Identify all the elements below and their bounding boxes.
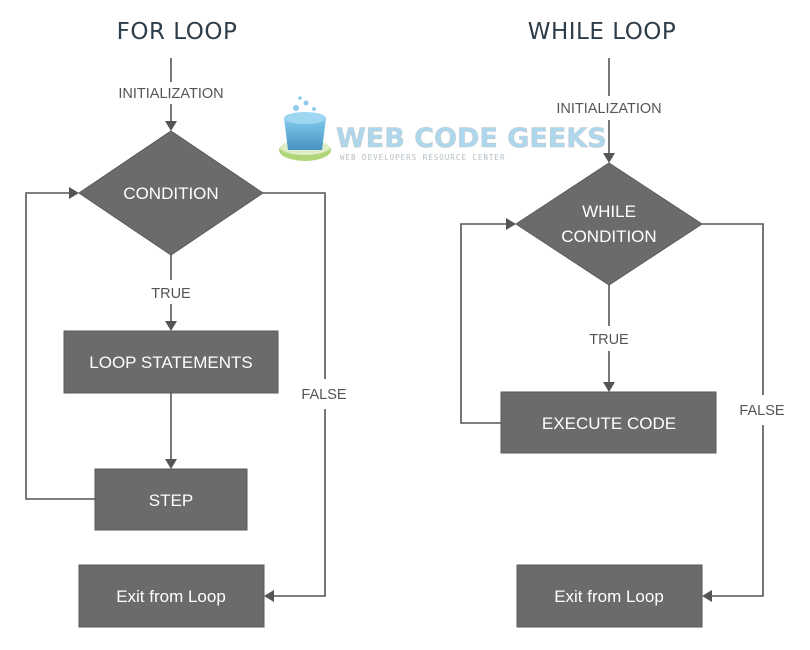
- watermark: WEB CODE GEEKS WEB DEVELOPERS RESOURCE C…: [279, 96, 607, 162]
- for-exit-box: [78, 564, 265, 628]
- watermark-logo-icon: [279, 96, 331, 161]
- for-init-arrow: [165, 121, 177, 131]
- for-true-arrow: [165, 321, 177, 331]
- while-condition-diamond: [515, 162, 703, 286]
- for-loop-flowchart: FOR LOOP INITIALIZATION CONDITION TRUE L…: [25, 19, 347, 628]
- while-exit-box: [516, 564, 703, 628]
- while-execute-code-label: EXECUTE CODE: [542, 414, 676, 433]
- for-loopback-arrow: [69, 187, 79, 199]
- while-execute-code-box: [500, 391, 717, 454]
- while-condition-label-line1: WHILE: [582, 202, 636, 221]
- for-loop-statements-label: LOOP STATEMENTS: [89, 353, 252, 372]
- for-false-line-bottom: [273, 409, 326, 597]
- watermark-name: WEB CODE GEEKS: [336, 123, 607, 154]
- while-loop-title: WHILE LOOP: [528, 19, 677, 45]
- while-exit-arrow: [702, 590, 712, 602]
- for-true-label: TRUE: [151, 286, 191, 302]
- for-step-box: [94, 468, 248, 531]
- watermark-tagline: WEB DEVELOPERS RESOURCE CENTER: [340, 153, 505, 162]
- while-condition-label-line2: CONDITION: [561, 227, 656, 246]
- while-true-label: TRUE: [589, 332, 629, 348]
- for-condition-label: CONDITION: [123, 184, 218, 203]
- for-exit-label: Exit from Loop: [116, 587, 226, 606]
- for-loop-title: FOR LOOP: [117, 19, 238, 45]
- for-false-line-top: [263, 192, 326, 379]
- while-false-line-top: [702, 223, 764, 395]
- for-false-label: FALSE: [301, 387, 346, 403]
- while-init-arrow: [603, 153, 615, 163]
- while-loop-flowchart: WHILE LOOP INITIALIZATION WHILE CONDITIO…: [460, 19, 785, 628]
- for-initialization-label: INITIALIZATION: [118, 86, 223, 102]
- while-exit-label: Exit from Loop: [554, 587, 664, 606]
- while-false-label: FALSE: [739, 403, 784, 419]
- while-false-line-bottom: [711, 425, 764, 597]
- for-step-label: STEP: [149, 491, 193, 510]
- for-step-arrow: [165, 459, 177, 469]
- while-loopback-arrow: [506, 218, 516, 230]
- while-true-arrow: [603, 382, 615, 392]
- while-initialization-label: INITIALIZATION: [556, 101, 661, 117]
- for-loopback-line: [25, 192, 95, 500]
- for-exit-arrow: [264, 590, 274, 602]
- while-loopback-line: [460, 223, 507, 424]
